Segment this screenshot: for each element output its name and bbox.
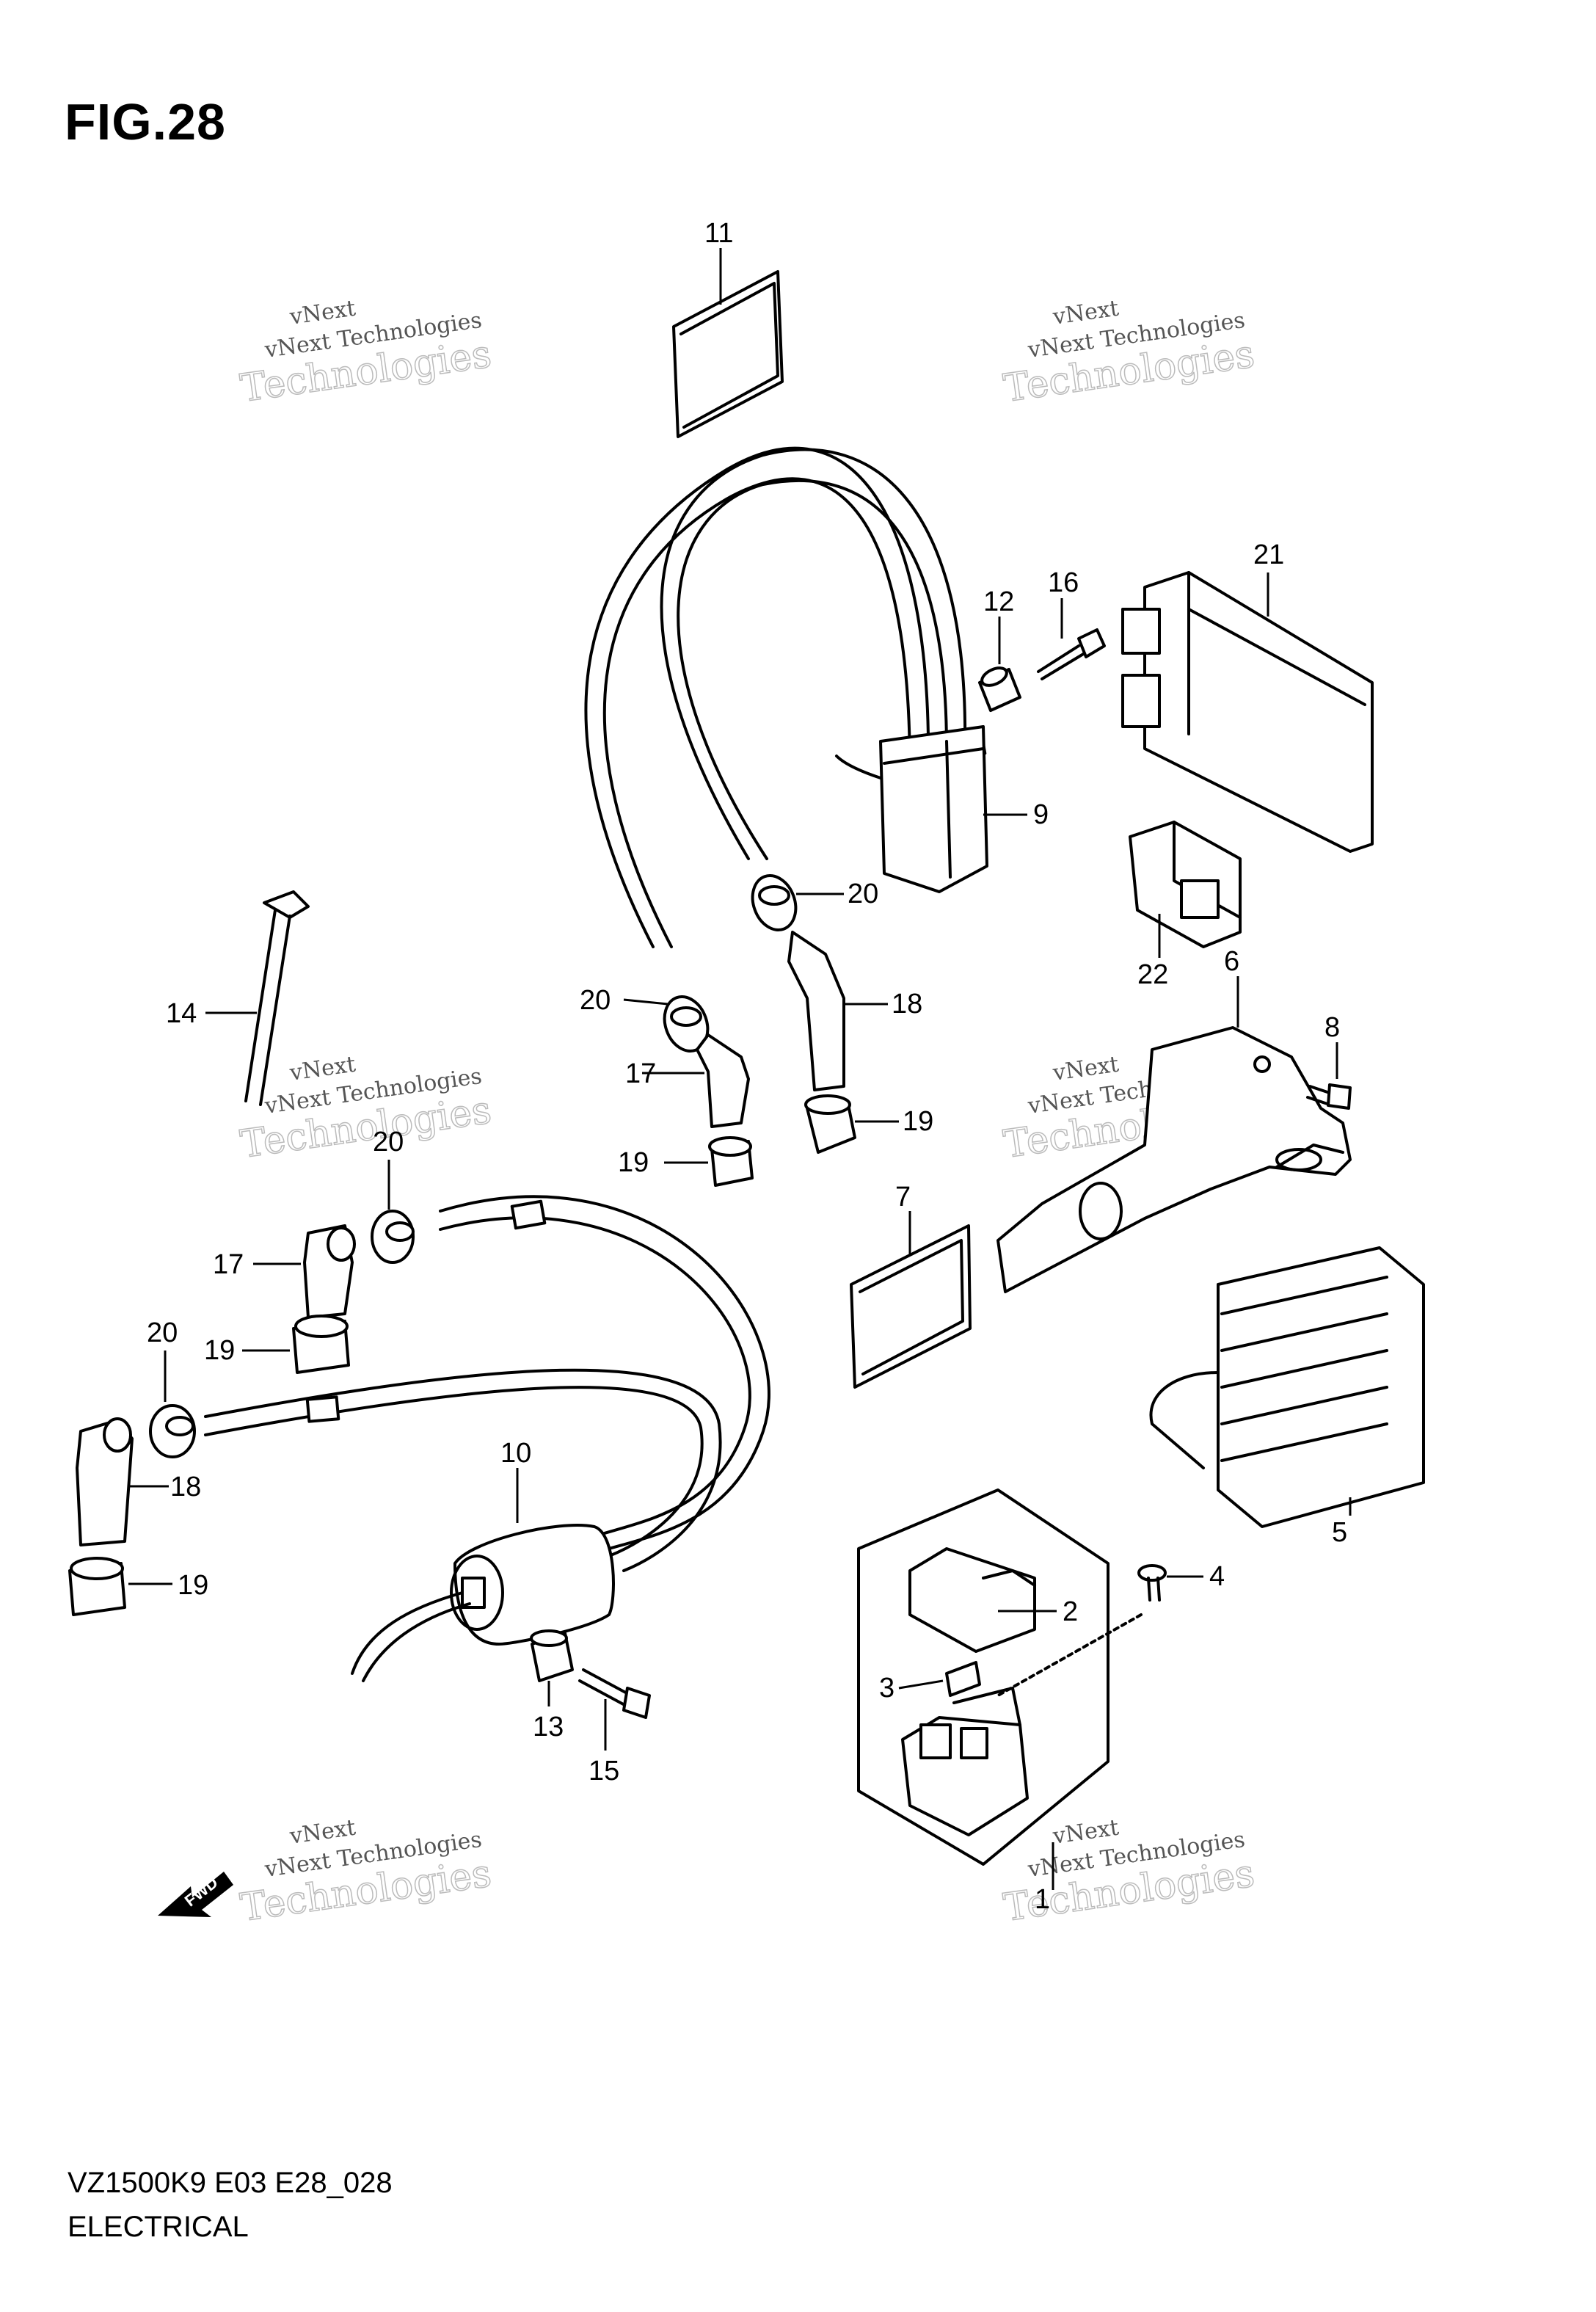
svg-text:vNext: vNext [288, 1052, 357, 1086]
section-name: ELECTRICAL [68, 2211, 249, 2243]
part-14-cable-tie [205, 890, 310, 1106]
callout-12: 12 [983, 586, 1014, 617]
callout-11: 11 [704, 218, 733, 249]
part-8-bolt [1306, 1042, 1352, 1110]
part-5-regulator [1149, 1246, 1425, 1528]
callout-15: 15 [589, 1756, 619, 1786]
svg-text:vNext: vNext [1051, 1815, 1121, 1850]
part-18-plug-cap-lower [76, 1417, 169, 1546]
callout-18-upper: 18 [892, 989, 922, 1019]
part-22-relay [1129, 821, 1242, 958]
callout-3: 3 [879, 1673, 894, 1704]
callout-1: 1 [1035, 1884, 1050, 1915]
callout-9: 9 [1033, 799, 1049, 830]
part-19-seal-upper-left [664, 1136, 754, 1187]
part-20-cap-upper-left [623, 995, 710, 1053]
callout-19-a: 19 [903, 1106, 933, 1137]
part-19-seal-lower-lower [68, 1557, 172, 1616]
part-20-cap-upper-right [751, 874, 844, 931]
callout-7: 7 [895, 1182, 911, 1213]
part-19-seal-lower-upper [242, 1315, 350, 1374]
callout-4: 4 [1209, 1561, 1225, 1592]
callout-13: 13 [533, 1712, 564, 1742]
figure-title: FIG.28 [65, 93, 226, 150]
callout-19-c: 19 [204, 1335, 235, 1366]
svg-text:vNext: vNext [288, 296, 357, 330]
part-4-screw [996, 1564, 1203, 1697]
callout-17-upper: 17 [625, 1058, 656, 1089]
model-code: VZ1500K9 E03 E28_028 [68, 2167, 393, 2199]
callout-8: 8 [1324, 1012, 1340, 1043]
high-tension-leads-lower [204, 1195, 770, 1572]
part-2-cover [908, 1547, 1057, 1653]
callout-20-b: 20 [580, 985, 611, 1016]
part-1-starter-relay-assembly [857, 1488, 1109, 1890]
svg-text:vNext: vNext [288, 1815, 357, 1850]
part-15-bolt [578, 1668, 651, 1751]
callout-17-lower: 17 [213, 1249, 244, 1280]
part-17-plug-cap-lower [253, 1224, 356, 1319]
part-20-cap-lower-lower [149, 1351, 196, 1458]
part-7-label [850, 1211, 972, 1389]
part-17-plug-cap-upper [642, 1033, 750, 1128]
callout-20-c: 20 [373, 1127, 404, 1157]
part-13-spacer [530, 1629, 574, 1706]
part-3-fuse [898, 1661, 981, 1697]
callout-19-b: 19 [618, 1147, 649, 1178]
callout-19-d: 19 [178, 1570, 208, 1601]
part-10-ignition-coil [351, 1468, 615, 1682]
svg-text:vNext: vNext [1051, 1052, 1121, 1086]
part-16-bolt [1037, 598, 1106, 680]
part-relay-body [901, 1687, 1029, 1836]
callout-6: 6 [1224, 946, 1239, 977]
part-11-label [672, 248, 784, 438]
svg-text:vNext: vNext [1051, 296, 1121, 330]
callout-18-lower: 18 [170, 1472, 201, 1502]
callout-21: 21 [1253, 539, 1284, 570]
callout-16: 16 [1048, 567, 1079, 598]
callout-20-d: 20 [147, 1317, 178, 1348]
part-21-ecm [1121, 571, 1374, 853]
callout-2: 2 [1063, 1596, 1078, 1627]
part-12-spacer [978, 617, 1021, 712]
callout-numbers: 1 2 3 4 5 6 7 8 9 10 11 12 13 14 15 16 1… [147, 218, 1347, 1915]
callout-20-a: 20 [848, 879, 878, 909]
part-19-seal-upper-right [804, 1094, 899, 1154]
callout-14: 14 [166, 998, 197, 1029]
callout-22: 22 [1137, 959, 1168, 990]
callout-10: 10 [500, 1438, 531, 1469]
high-tension-leads-upper [584, 446, 987, 948]
part-18-plug-cap-upper [787, 931, 888, 1091]
callout-5: 5 [1332, 1517, 1347, 1548]
fwd-arrow-icon: FWD [158, 1872, 233, 1917]
part-9-ignition-coil [835, 725, 1027, 893]
part-6-bracket [996, 976, 1352, 1293]
part-20-cap-lower-upper [371, 1160, 415, 1264]
